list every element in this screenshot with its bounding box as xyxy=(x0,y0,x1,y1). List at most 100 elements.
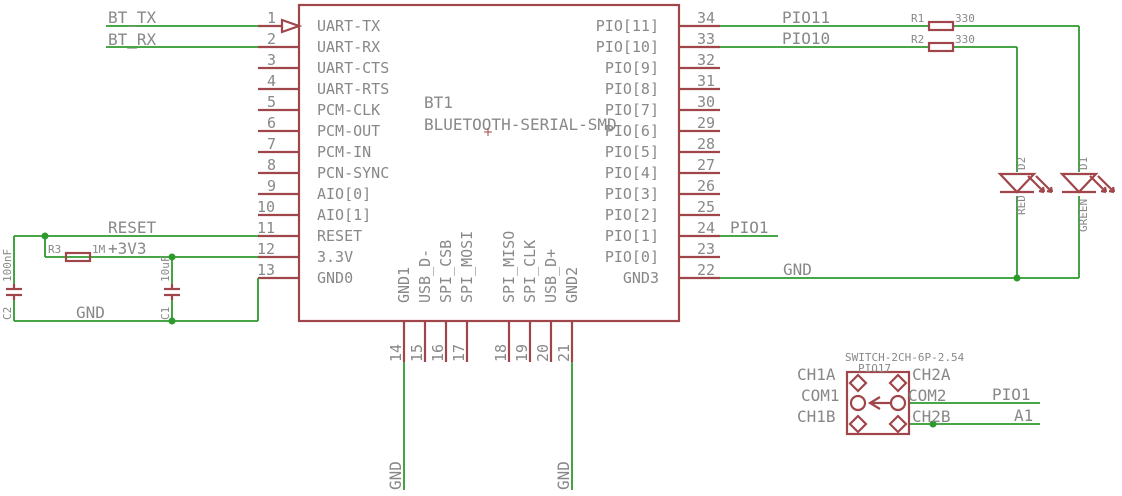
d1-name: D1 xyxy=(1077,157,1090,170)
pin-32-label: PIO[9] xyxy=(605,59,659,77)
pin-26-num: 26 xyxy=(697,177,715,195)
left-pin-lines xyxy=(258,18,303,280)
switch-ch1a: CH1A xyxy=(797,365,836,384)
r3-name: R3 xyxy=(48,243,61,256)
pin-9-label: AIO[0] xyxy=(317,185,371,203)
pin-15-label: USB_D- xyxy=(416,249,434,303)
pin-28-label: PIO[5] xyxy=(605,143,659,161)
pin-10-label: AIO[1] xyxy=(317,206,371,224)
pin-16-label: SPI_CSB xyxy=(437,240,455,303)
pin-11-label: RESET xyxy=(317,227,362,245)
r3-value: 1M xyxy=(92,243,106,256)
pin-24-label: PIO[1] xyxy=(605,227,659,245)
pin-20-label: USB_D+ xyxy=(542,249,560,303)
pin-22-num: 22 xyxy=(697,261,715,279)
junction-gnd-d2 xyxy=(1013,274,1021,282)
pin-13-label: GND0 xyxy=(317,269,353,287)
left-pin-numbers: 1 2 3 4 5 6 7 8 9 10 11 12 13 xyxy=(257,9,276,279)
right-pin-lines xyxy=(679,24,720,280)
chip-value: BLUETOOTH-SERIAL-SMD xyxy=(424,115,617,134)
left-pin-labels: UART-TX UART-RX UART-CTS UART-RTS PCM-CL… xyxy=(317,17,389,287)
capacitor-c1[interactable]: 10uF C1 xyxy=(159,256,180,321)
chip-name: BT1 xyxy=(424,93,453,112)
pin-32-num: 32 xyxy=(697,51,715,69)
net-pio1: PIO1 xyxy=(730,218,769,237)
pin-12-label: 3.3V xyxy=(317,248,353,266)
right-pin-numbers: 34 33 32 31 30 29 28 27 26 25 24 23 22 xyxy=(697,9,715,279)
net-gnd-right: GND xyxy=(783,260,812,279)
pin-8-label: PCN-SYNC xyxy=(317,164,389,182)
net-switch-pio1: PIO1 xyxy=(992,385,1031,404)
pin-33-num: 33 xyxy=(697,30,715,48)
resistor-r1[interactable]: R1 330 xyxy=(911,12,975,32)
bottom-pin-labels: GND1 USB_D- SPI_CSB SPI_MOSI SPI_MISO SP… xyxy=(395,231,581,303)
pin-13-num: 13 xyxy=(257,261,275,279)
pin-22-label: GND3 xyxy=(623,269,659,287)
pin-1-label: UART-TX xyxy=(317,17,380,35)
pin-27-num: 27 xyxy=(697,156,715,174)
led-d1[interactable]: D1 GREEN xyxy=(1059,157,1116,232)
switch-title: SWITCH-2CH-6P-2.54 xyxy=(845,351,965,364)
pin-11-num: 11 xyxy=(257,219,275,237)
resistor-r2[interactable]: R2 330 xyxy=(911,33,975,53)
switch-ch2a: CH2A xyxy=(912,365,951,384)
pin-21-num: 21 xyxy=(555,344,573,362)
net-labels: BT_TX BT_RX RESET +3V3 GND GND PIO1 PIO1… xyxy=(76,8,1033,490)
bottom-pin-lines xyxy=(402,321,574,362)
pin-20-num: 20 xyxy=(534,344,552,362)
net-switch-a1: A1 xyxy=(1014,406,1033,425)
junction-3v3 xyxy=(168,253,176,261)
net-pio11: PIO11 xyxy=(782,8,830,27)
resistor-r3[interactable]: R3 1M xyxy=(48,243,106,263)
switch-ch2b: CH2B xyxy=(912,407,951,426)
chip-origin-mark xyxy=(484,128,492,136)
net-bt-tx: BT_TX xyxy=(108,8,157,27)
pin-30-num: 30 xyxy=(697,93,715,111)
pin-18-num: 18 xyxy=(492,344,510,362)
d2-value: RED xyxy=(1015,195,1028,215)
pin-31-num: 31 xyxy=(697,72,715,90)
pin-33-label: PIO[10] xyxy=(596,38,659,56)
pin-19-num: 19 xyxy=(513,344,531,362)
pin-15-num: 15 xyxy=(408,344,426,362)
pin-5-num: 5 xyxy=(267,93,276,111)
c1-value: 10uF xyxy=(159,256,172,283)
chip-body[interactable] xyxy=(297,3,681,323)
switch-com1: COM1 xyxy=(801,386,840,405)
pin-17-label: SPI_MOSI xyxy=(458,231,476,303)
pin-12-num: 12 xyxy=(257,240,275,258)
net-gnd-bottom-1: GND xyxy=(386,461,405,490)
switch-ch1b: CH1B xyxy=(797,407,836,426)
pin-27-label: PIO[4] xyxy=(605,164,659,182)
pin-2-num: 2 xyxy=(267,30,276,48)
pin-34-num: 34 xyxy=(697,9,715,27)
net-pio10: PIO10 xyxy=(782,29,830,48)
junction-gnd-c1 xyxy=(168,317,176,325)
net-gnd-left: GND xyxy=(76,303,105,322)
pin-6-label: PCM-OUT xyxy=(317,122,380,140)
pin-2-label: UART-RX xyxy=(317,38,380,56)
c2-value: 100nF xyxy=(1,249,14,282)
capacitor-c2[interactable]: 100nF C2 xyxy=(1,249,22,320)
d2-name: D2 xyxy=(1015,157,1028,170)
r1-value: 330 xyxy=(955,12,975,25)
pin-1-num: 1 xyxy=(267,9,276,27)
net-gnd-bottom-2: GND xyxy=(554,461,573,490)
switch-2ch[interactable]: SWITCH-2CH-6P-2.54 PIO17 CH1A COM1 CH1B … xyxy=(797,351,965,436)
pin-17-num: 17 xyxy=(450,344,468,362)
pin-25-label: PIO[2] xyxy=(605,206,659,224)
led-d2[interactable]: D2 RED xyxy=(997,157,1054,215)
junction-switch xyxy=(929,420,937,428)
pin-4-label: UART-RTS xyxy=(317,80,389,98)
c2-name: C2 xyxy=(1,307,14,320)
pin-6-num: 6 xyxy=(267,114,276,132)
switch-ref: PIO17 xyxy=(858,362,891,375)
uart-tx-arrow xyxy=(280,18,303,34)
pin-19-label: SPI_CLK xyxy=(521,240,539,303)
r2-name: R2 xyxy=(911,33,924,46)
r1-name: R1 xyxy=(911,12,924,25)
c1-name: C1 xyxy=(159,307,172,320)
pin-7-label: PCM-IN xyxy=(317,143,371,161)
pin-26-label: PIO[3] xyxy=(605,185,659,203)
